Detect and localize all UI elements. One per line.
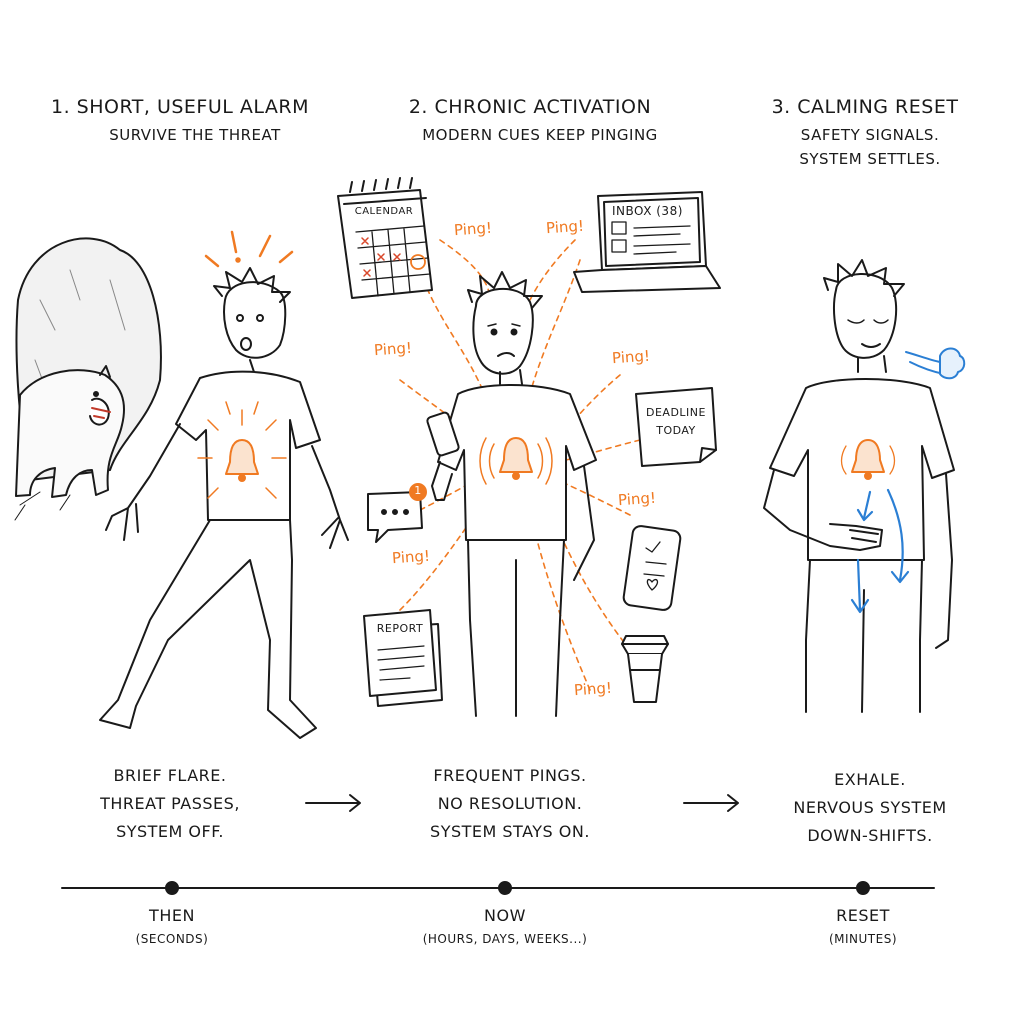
notification-badge: 1	[414, 484, 422, 497]
arrow-right-icon	[305, 794, 361, 812]
timeline	[61, 881, 935, 895]
laptop-icon	[573, 191, 721, 293]
panel-3-subtitle-line-2: System settles.	[799, 150, 941, 168]
caption-line: system off.	[116, 822, 224, 841]
ping-label: Ping!	[373, 338, 413, 360]
coffee-cup-icon	[621, 635, 669, 703]
deadline-note	[635, 387, 717, 467]
timeline-dot-reset	[856, 881, 870, 895]
caption-line: System stays on.	[430, 822, 590, 841]
panel-1-subtitle: Survive the threat	[109, 126, 281, 144]
bell-icon	[479, 437, 553, 485]
panel-3-caption: Exhale. Nervous system down-shifts.	[770, 766, 970, 850]
timeline-dot-now	[498, 881, 512, 895]
ping-label: Ping!	[545, 216, 585, 238]
panel-2-title: 2. Chronic activation	[408, 96, 652, 118]
panel-1-caption: Brief flare. Threat passes, system off.	[70, 762, 270, 846]
report-icon	[363, 609, 443, 707]
inbox-label: Inbox (38)	[612, 204, 683, 218]
bell-icon	[197, 401, 287, 499]
caption-line: down-shifts.	[807, 826, 933, 845]
caption-line: Nervous system	[793, 798, 947, 817]
timeline-label-then: Then	[149, 906, 195, 925]
chat-bubble-icon	[367, 483, 427, 543]
timeline-sub-reset: (minutes)	[828, 932, 898, 946]
timeline-label-now: Now	[484, 906, 526, 925]
panel-1-title: 1. Short, useful alarm	[50, 96, 310, 118]
deadline-label-line-2: today	[656, 424, 696, 437]
panel-2-subtitle: Modern cues keep pinging	[422, 126, 658, 144]
timeline-sub-now: (hours, days, weeks...)	[422, 932, 588, 946]
report-label: Report	[376, 622, 424, 635]
ping-label: Ping!	[573, 678, 613, 700]
ping-label: Ping!	[391, 546, 431, 568]
timeline-label-reset: Reset	[836, 906, 890, 925]
caption-line: Threat passes,	[100, 794, 240, 813]
ping-label: Ping!	[611, 346, 651, 368]
panel-3-title: 3. Calming reset	[771, 96, 959, 118]
calm-arrows	[850, 488, 910, 614]
caption-line: Brief flare.	[113, 766, 227, 785]
calendar-icon	[337, 177, 433, 299]
timeline-dot-then	[165, 881, 179, 895]
panel-3-subtitle-line-1: Safety signals.	[800, 126, 940, 144]
ping-label: Ping!	[453, 218, 493, 240]
caption-line: No resolution.	[437, 794, 583, 813]
alarm-marks	[204, 230, 294, 268]
bell-icon	[840, 439, 896, 480]
calendar-label: Calendar	[354, 206, 414, 217]
bear-icon	[14, 365, 125, 521]
deadline-label-line-1: Deadline	[646, 406, 706, 419]
arrow-right-icon	[683, 794, 739, 812]
panel-2-caption: Frequent pings. No resolution. System st…	[410, 762, 610, 846]
timeline-sub-then: (seconds)	[135, 932, 209, 946]
breath-icon	[905, 347, 966, 380]
caption-line: Exhale.	[834, 770, 906, 789]
phone-icon	[622, 525, 682, 611]
person-calm	[763, 259, 955, 713]
ping-label: Ping!	[617, 488, 657, 510]
caption-line: Frequent pings.	[433, 766, 587, 785]
